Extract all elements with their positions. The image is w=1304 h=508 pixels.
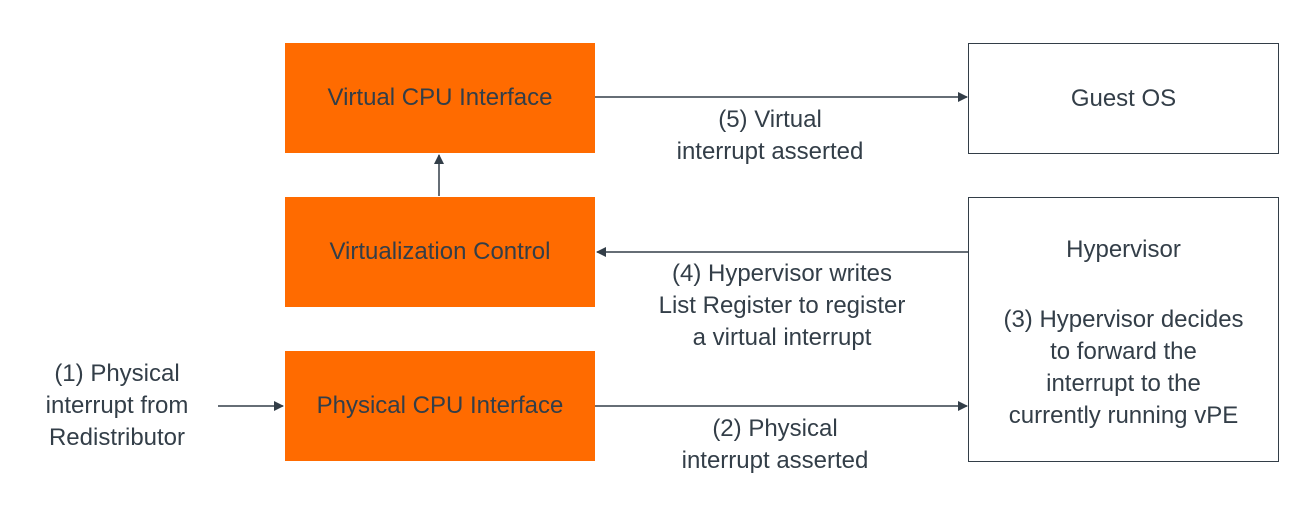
guest-os-label: Guest OS	[1070, 84, 1177, 112]
step1-label: (1) Physical interrupt from Redistributo…	[45, 360, 189, 451]
step4-label: (4) Hypervisor writes List Register to r…	[658, 260, 906, 351]
virtualization-control-label: Virtualization Control	[329, 238, 551, 265]
step3-label: (3) Hypervisor decides to forward the in…	[1003, 306, 1244, 429]
step2-label: (2) Physical interrupt asserted	[681, 415, 869, 474]
step5-label: (5) Virtual interrupt asserted	[676, 106, 864, 165]
physical-cpu-interface-label: Physical CPU Interface	[316, 392, 564, 419]
guest-os-box: Guest OS	[968, 43, 1279, 154]
virtual-cpu-interface-box: Virtual CPU Interface	[285, 43, 595, 153]
virtual-cpu-interface-label: Virtual CPU Interface	[327, 84, 553, 111]
hypervisor-box: Hypervisor (3) Hypervisor decides to for…	[968, 197, 1279, 462]
hypervisor-title: Hypervisor	[1066, 236, 1181, 263]
virtualization-control-box: Virtualization Control	[285, 197, 595, 307]
physical-cpu-interface-box: Physical CPU Interface	[285, 351, 595, 461]
